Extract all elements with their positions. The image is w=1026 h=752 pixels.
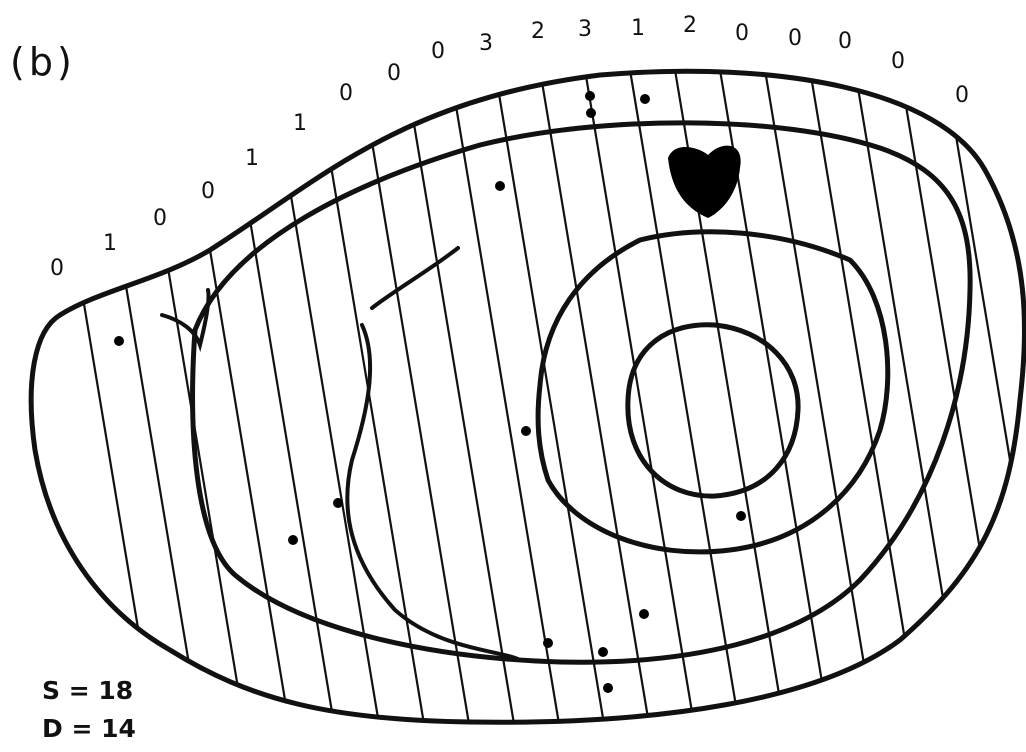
hatch-line	[580, 40, 700, 752]
ridge-branch-upper	[372, 248, 458, 308]
inner-contour	[628, 325, 798, 496]
count-label: 1	[293, 111, 307, 136]
count-label: 0	[387, 61, 401, 86]
count-label: 1	[631, 16, 645, 41]
count-label: 0	[955, 83, 969, 108]
count-label: 0	[201, 179, 215, 204]
well-point	[333, 498, 343, 508]
well-point	[114, 336, 124, 346]
hatch-line	[805, 40, 925, 752]
count-labels: 0 1 0 0 1 1 0 0 0 3 2 3 1 2 0 0 0 0 0	[50, 13, 969, 281]
hatch-line	[85, 40, 205, 752]
hatch-line	[130, 40, 250, 752]
hatch-line	[40, 40, 160, 752]
count-label: 3	[479, 31, 493, 56]
hatch-line	[760, 40, 880, 752]
count-label: 1	[245, 146, 259, 171]
count-label: 0	[50, 256, 64, 281]
well-point	[603, 683, 613, 693]
well-point	[585, 91, 595, 101]
outer-contour	[31, 71, 1024, 722]
count-label: 2	[683, 13, 697, 38]
count-label: 0	[431, 39, 445, 64]
well-point	[543, 638, 553, 648]
count-label: 0	[788, 26, 802, 51]
count-label: 0	[891, 49, 905, 74]
well-point	[288, 535, 298, 545]
ink-blot	[668, 146, 741, 218]
well-point	[521, 426, 531, 436]
well-point	[495, 181, 505, 191]
count-label: 0	[735, 21, 749, 46]
well-point	[640, 94, 650, 104]
well-point	[586, 108, 596, 118]
hatch-line	[220, 40, 340, 752]
count-label: 0	[838, 29, 852, 54]
hatch-line	[940, 40, 1026, 752]
well-point	[598, 647, 608, 657]
count-label: 0	[153, 206, 167, 231]
count-label: 3	[578, 17, 592, 42]
hatch-line	[535, 40, 655, 752]
count-label: 0	[339, 81, 353, 106]
count-label: 1	[103, 231, 117, 256]
well-point	[736, 511, 746, 521]
stat-s: S = 18	[42, 676, 133, 705]
stat-d: D = 14	[42, 714, 136, 743]
well-point	[639, 609, 649, 619]
count-label: 2	[531, 19, 545, 44]
third-contour	[538, 232, 888, 552]
